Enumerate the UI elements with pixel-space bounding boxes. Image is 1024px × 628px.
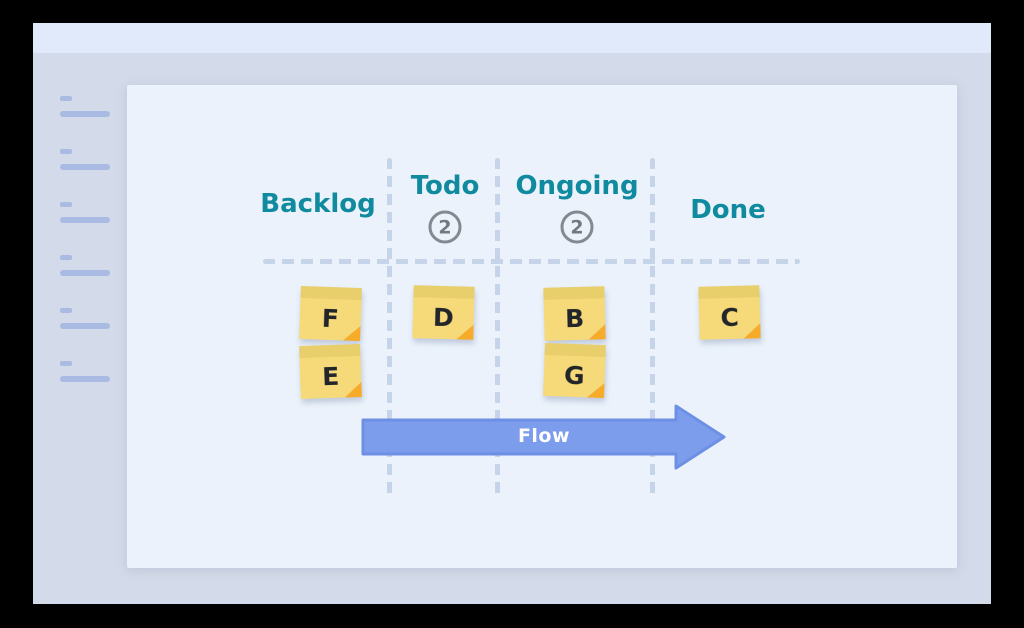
wip-limit-badge-todo: 2 bbox=[428, 210, 462, 244]
column-separator-todo-ongoing bbox=[495, 158, 500, 497]
sticky-note-card-g[interactable]: G bbox=[543, 343, 606, 398]
sidebar-item-icon-placeholder bbox=[60, 149, 72, 154]
flow-arrow bbox=[360, 403, 728, 471]
window-title-bar bbox=[33, 23, 991, 53]
column-header-ongoing: Ongoing bbox=[515, 171, 639, 201]
sidebar-item-icon-placeholder bbox=[60, 308, 72, 313]
sidebar-item-icon-placeholder bbox=[60, 202, 72, 207]
sidebar-item-label-placeholder bbox=[60, 217, 110, 223]
sidebar-item-label-placeholder bbox=[60, 270, 110, 276]
sidebar-item bbox=[60, 96, 110, 117]
sidebar-item-label-placeholder bbox=[60, 323, 110, 329]
sidebar-item bbox=[60, 308, 110, 329]
card-label: G bbox=[563, 360, 586, 391]
column-header-todo: Todo bbox=[410, 171, 480, 201]
sidebar-item-label-placeholder bbox=[60, 376, 110, 382]
sticky-note-card-f[interactable]: F bbox=[299, 286, 362, 341]
flow-arrow-shape bbox=[361, 404, 726, 470]
app-window: Backlog Todo Ongoing Done 2 2 F E D bbox=[33, 23, 991, 604]
card-label: E bbox=[321, 361, 340, 392]
sidebar-item bbox=[60, 361, 110, 382]
sticky-note-card-c[interactable]: C bbox=[698, 285, 760, 340]
column-header-done: Done bbox=[690, 195, 766, 225]
sidebar-item bbox=[60, 149, 110, 170]
sticky-note-card-e[interactable]: E bbox=[299, 344, 362, 399]
sticky-note-card-d[interactable]: D bbox=[412, 285, 474, 340]
sticky-note-card-b[interactable]: B bbox=[543, 286, 605, 341]
sidebar-item bbox=[60, 202, 110, 223]
column-separator-backlog-todo bbox=[387, 158, 392, 497]
sidebar-item-icon-placeholder bbox=[60, 255, 72, 260]
sidebar-item-icon-placeholder bbox=[60, 96, 72, 101]
sidebar-item-label-placeholder bbox=[60, 111, 110, 117]
card-label: B bbox=[564, 303, 585, 334]
kanban-board-panel: Backlog Todo Ongoing Done 2 2 F E D bbox=[127, 85, 957, 568]
header-separator-line bbox=[263, 259, 800, 264]
sidebar-item-label-placeholder bbox=[60, 164, 110, 170]
column-header-backlog: Backlog bbox=[260, 189, 376, 219]
card-label: F bbox=[321, 303, 340, 334]
flow-arrow-label: Flow bbox=[517, 425, 571, 447]
card-label: C bbox=[720, 302, 740, 333]
sidebar-item-icon-placeholder bbox=[60, 361, 72, 366]
column-separator-ongoing-done bbox=[650, 158, 655, 497]
wip-limit-badge-ongoing: 2 bbox=[560, 210, 594, 244]
card-label: D bbox=[432, 302, 455, 333]
sidebar-item bbox=[60, 255, 110, 276]
